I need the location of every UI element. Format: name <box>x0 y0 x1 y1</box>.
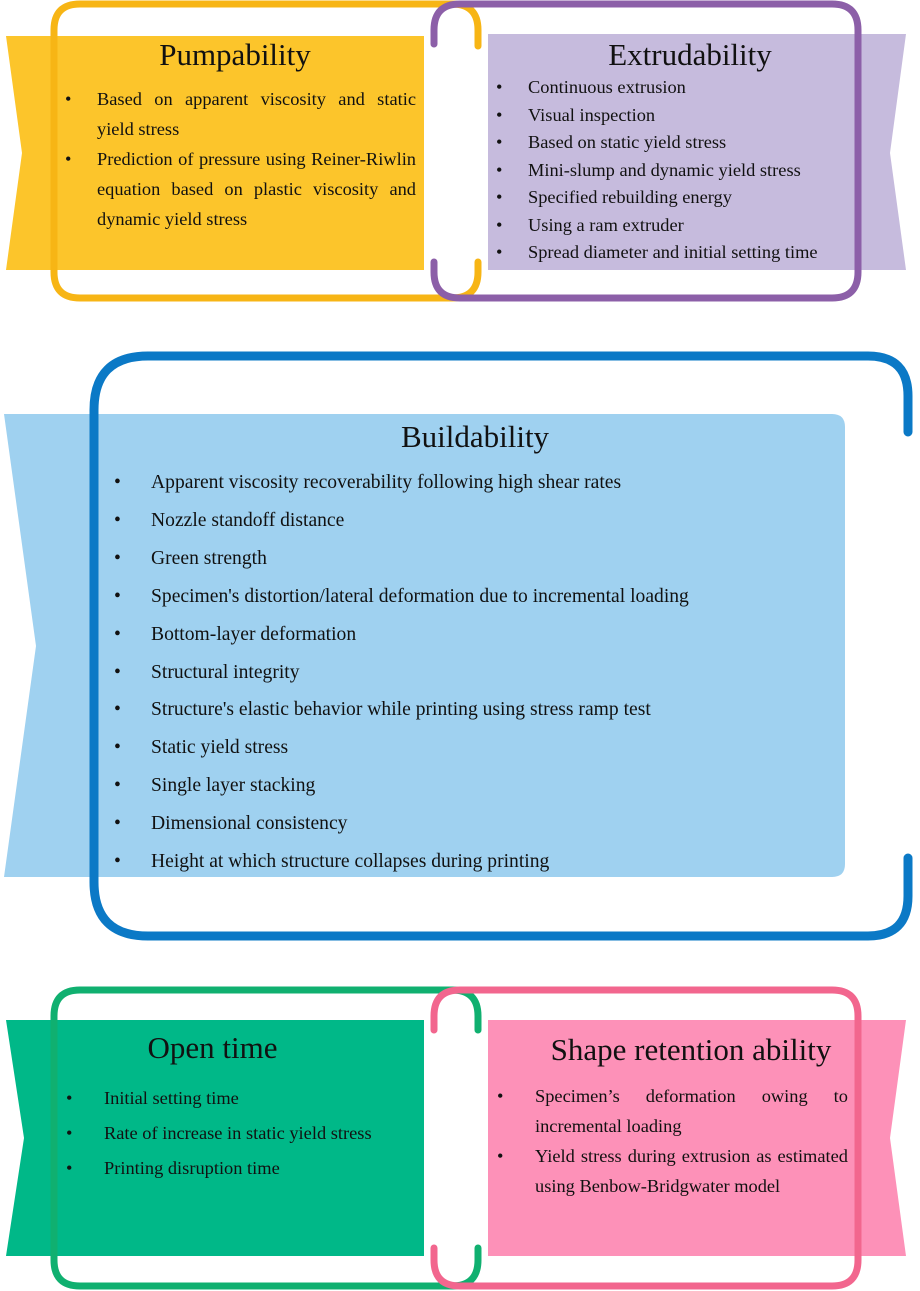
list-item: Static yield stress <box>114 729 841 767</box>
list-item: Bottom-layer deformation <box>114 616 841 654</box>
list-item: Green strength <box>114 540 841 578</box>
list-item: Spread diameter and initial setting time <box>496 239 888 267</box>
shape-retention-frame <box>430 986 862 1290</box>
list-item: Visual inspection <box>496 102 888 130</box>
list-item: Structural integrity <box>114 654 841 692</box>
list-item: Prediction of pressure using Reiner-Riwl… <box>65 144 416 234</box>
list-item: Nozzle standoff distance <box>114 502 841 540</box>
buildability-frame <box>89 351 913 941</box>
list-item: Rate of increase in static yield stress <box>66 1116 424 1151</box>
list-item: Apparent viscosity recoverability follow… <box>114 464 841 502</box>
list-item: Height at which structure collapses duri… <box>114 843 841 881</box>
list-item: Yield stress during extrusion as estimat… <box>497 1141 848 1201</box>
extrudability-title: Extrudability <box>608 37 772 72</box>
extrudability-list: Continuous extrusion Visual inspection B… <box>496 74 888 267</box>
pumpability-title: Pumpability <box>159 37 311 72</box>
list-item: Continuous extrusion <box>496 74 888 102</box>
list-item: Specimen's distortion/lateral deformatio… <box>114 578 841 616</box>
list-item: Printing disruption time <box>66 1151 424 1186</box>
open-time-list: Initial setting time Rate of increase in… <box>66 1081 424 1186</box>
list-item: Based on apparent viscosity and static y… <box>65 84 416 144</box>
list-item: Specified rebuilding energy <box>496 184 888 212</box>
list-item: Single layer stacking <box>114 767 841 805</box>
buildability-title: Buildability <box>400 419 550 454</box>
buildability-list: Apparent viscosity recoverability follow… <box>114 464 841 881</box>
list-item: Initial setting time <box>66 1081 424 1116</box>
list-item: Specimen’s deformation owing to incremen… <box>497 1081 848 1141</box>
open-time-title: Open time <box>147 1030 278 1065</box>
shape-retention-list: Specimen’s deformation owing to incremen… <box>497 1081 848 1201</box>
list-item: Structure's elastic behavior while print… <box>114 691 841 729</box>
list-item: Based on static yield stress <box>496 129 888 157</box>
list-item: Mini-slump and dynamic yield stress <box>496 157 888 185</box>
list-item: Dimensional consistency <box>114 805 841 843</box>
pumpability-list: Based on apparent viscosity and static y… <box>65 84 416 234</box>
list-item: Using a ram extruder <box>496 212 888 240</box>
shape-retention-title: Shape retention ability <box>550 1032 832 1067</box>
